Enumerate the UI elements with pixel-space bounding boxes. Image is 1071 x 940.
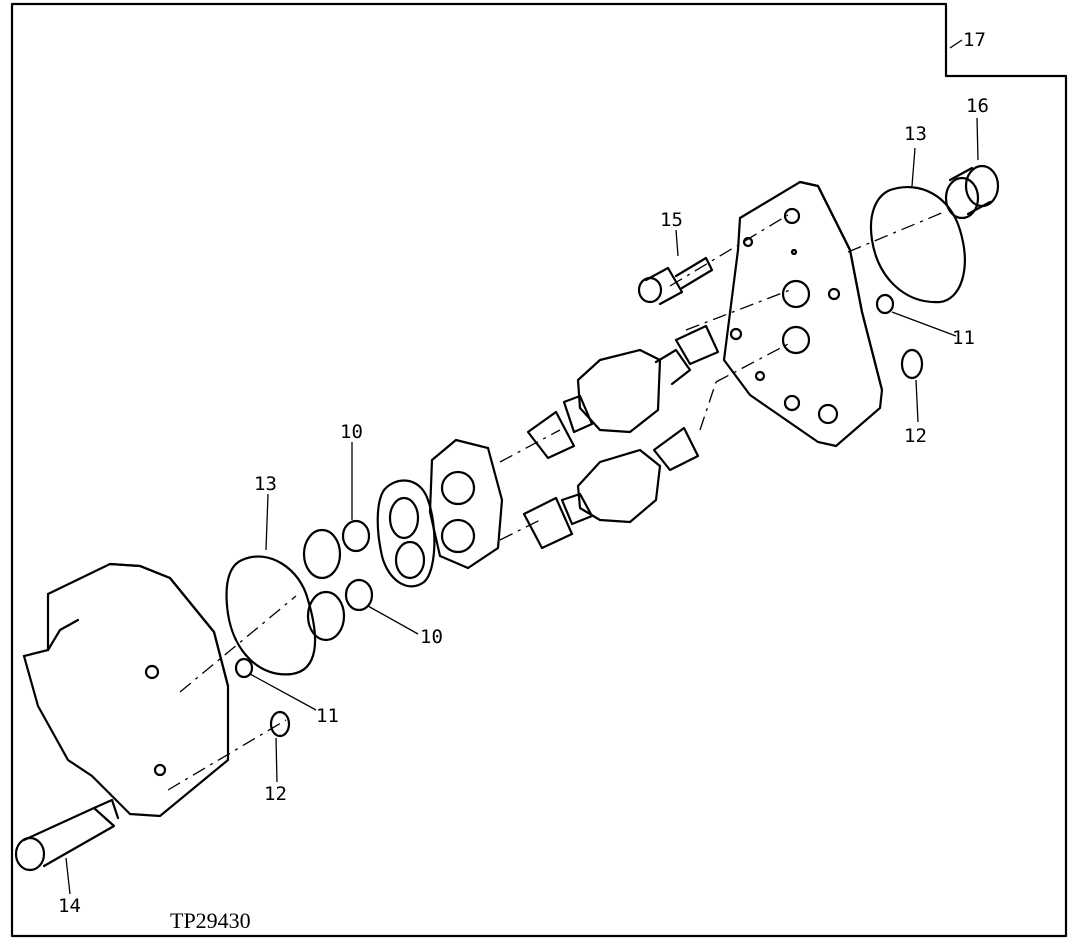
- cap-screw-15: [637, 256, 714, 306]
- drive-gear-shaft: [526, 324, 720, 460]
- o-ring-11-right: [875, 293, 895, 315]
- diagram-frame: [10, 2, 1068, 938]
- rear-cover-plate: [722, 180, 884, 448]
- gear-housing: [428, 438, 504, 570]
- callout-17: 17: [963, 29, 986, 51]
- figure-id: TP29430: [170, 908, 251, 933]
- callout-13-left: 13: [254, 473, 277, 495]
- front-cover-housing: [22, 562, 230, 818]
- gasket-left: [225, 555, 317, 676]
- callout-10-upper: 10: [340, 421, 363, 443]
- callout-10-lower: 10: [420, 626, 443, 648]
- gasket-right: [869, 185, 966, 304]
- callout-13-right: 13: [904, 123, 927, 145]
- callout-15: 15: [660, 209, 683, 231]
- driven-gear-shaft: [522, 426, 700, 550]
- callout-11-right: 11: [952, 327, 975, 349]
- o-ring-12-left: [269, 710, 291, 738]
- callout-11-left: 11: [316, 705, 339, 727]
- callout-14: 14: [58, 895, 81, 917]
- seal-rings: [302, 528, 346, 642]
- callout-16: 16: [966, 95, 989, 117]
- o-ring-10-upper: [341, 519, 371, 553]
- callout-12-right: 12: [904, 425, 927, 447]
- o-ring-10-lower: [344, 578, 374, 612]
- cap-screw-14: [14, 798, 120, 872]
- o-ring-12-right: [900, 348, 924, 380]
- callout-12-left: 12: [264, 783, 287, 805]
- o-ring-11-left: [234, 657, 254, 679]
- needle-bearing: [944, 164, 1000, 220]
- wear-plate: [376, 479, 436, 588]
